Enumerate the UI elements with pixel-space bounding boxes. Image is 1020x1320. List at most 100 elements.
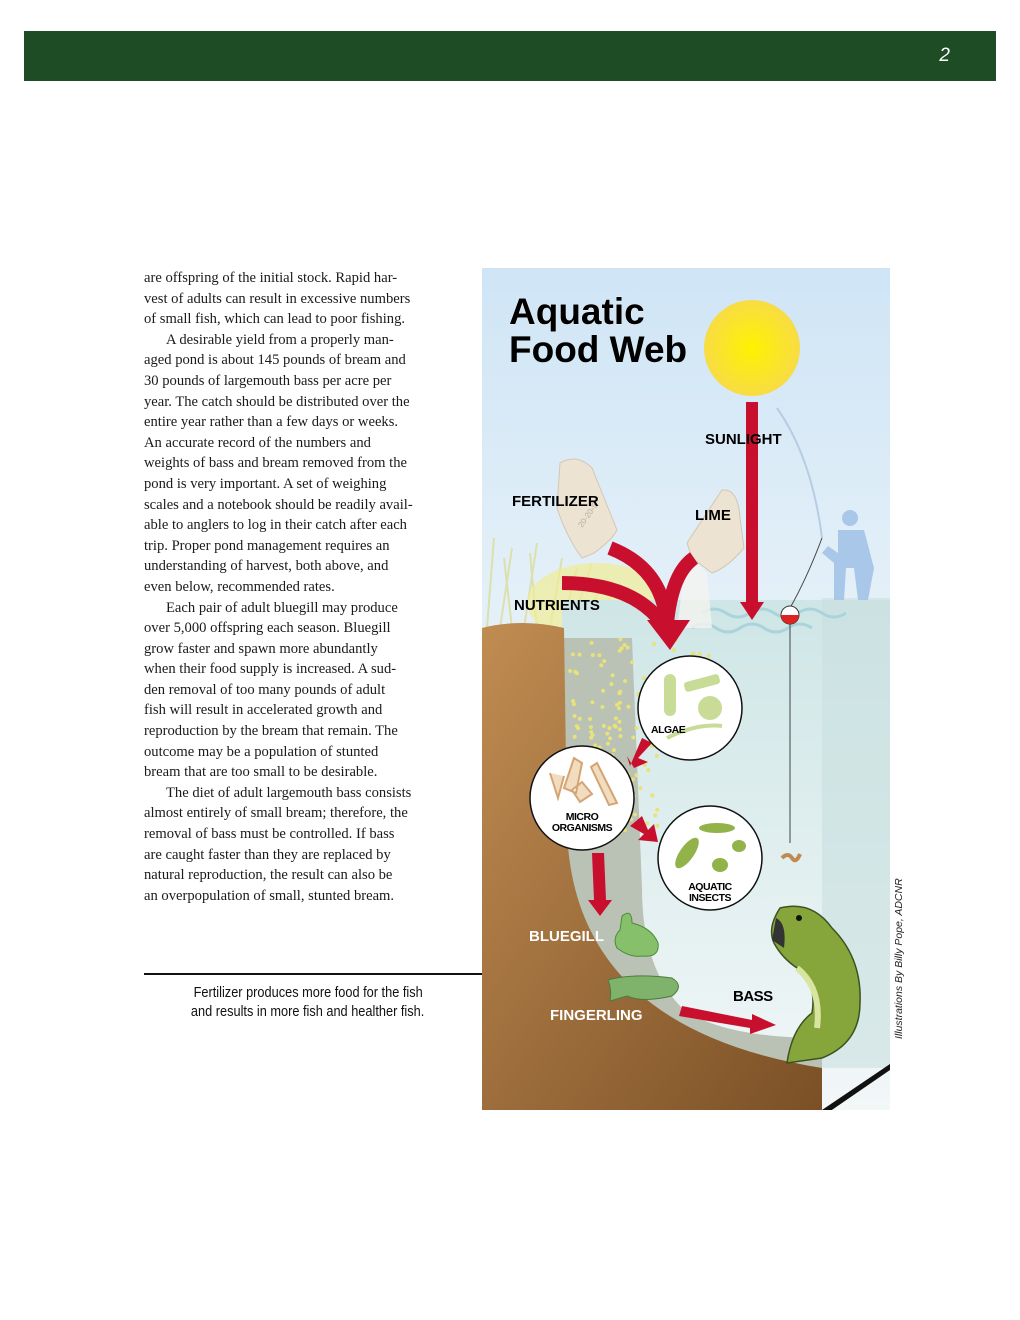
nutrient-particle [617,706,621,711]
nutrient-particle [646,768,651,773]
body-text-line: grow faster and spawn more abundantly [144,640,378,657]
caption-divider [144,973,482,975]
pond-soil [482,623,822,1110]
nutrient-particle [631,735,636,740]
fingerling-to-bass-arrow [679,1006,776,1034]
algae-to-micro-arrow [627,738,652,768]
body-text-line: scales and a notebook should be readily … [144,496,413,513]
body-text-line: trip. Proper pond management requires an [144,537,390,554]
caption-line: and results in more fish and healther fi… [191,1004,425,1020]
nutrient-particle [625,645,630,650]
body-text-line: are offspring of the initial stock. Rapi… [144,270,398,286]
label-fertilizer: FERTILIZER [512,493,599,510]
body-text-line: natural reproduction, the result can als… [144,867,393,884]
nutrient-particle [615,702,619,707]
nutrient-particle [654,753,659,758]
page-header-bar: 2 [24,31,996,81]
nutrient-particle [590,653,595,657]
sunlight-arrow-head [740,602,764,620]
nutrient-particle [574,724,579,729]
nutrient-particle [571,702,576,707]
body-text-line: entire year rather than a few days or we… [144,414,399,431]
label-fingerling: FINGERLING [550,1007,643,1024]
body-text-line: able to anglers to log in their catch af… [144,517,407,534]
algae-circle [637,655,743,761]
sun [704,300,800,396]
nutrient-particle [655,807,660,812]
micro-to-bluegill-arrow [588,853,612,916]
label-insects: INSECTS [689,892,732,904]
body-text-line: are caught faster than they are replaced… [144,846,391,863]
label-micro: MICRO [566,811,599,823]
body-text-line: den removal of too many pounds of adult [144,681,386,698]
fingerling-fish [607,975,679,1002]
figure-caption: Fertilizer produces more food for the fi… [150,984,466,1022]
nutrient-particle [626,704,631,709]
label-bluegill: BLUEGILL [529,928,604,945]
body-text-line: when their food supply is increased. A s… [144,661,397,678]
nutrient-particle [652,641,657,646]
nutrient-particle [617,691,622,696]
nutrient-particle [568,668,573,673]
nutrient-particle [599,663,604,668]
bluegill-fish [614,912,659,957]
flow-arrows [561,541,699,628]
illustration-credit: Illustrations By Billy Pope, ADCNR [893,878,905,1039]
nutrient-particle [641,676,646,680]
nutrient-particle [642,763,647,767]
nutrient-particle [605,741,610,746]
body-text-line: The diet of adult largemouth bass consis… [166,784,412,801]
body-text-line: vest of adults can result in excessive n… [144,290,411,307]
nutrient-particle [601,688,606,693]
body-text-line: understanding of harvest, both above, an… [144,558,389,575]
nutrient-particle [650,793,655,798]
sunlight-arrow-shaft [746,402,758,602]
aquatic-food-web-illustration: 20-20-5 Aquatic [482,268,890,1110]
nutrient-particle [577,652,582,657]
nutrient-particle [588,717,593,721]
nutrient-particle [588,725,593,730]
page-number: 2 [939,45,950,66]
nutrient-particle [633,812,637,817]
nutrient-particle [600,705,605,709]
fertilizer-bag [556,458,618,559]
nutrient-particle [617,719,622,724]
nutrient-particle [605,731,610,736]
nutrient-particle [634,726,639,731]
nutrient-particle [655,823,660,828]
pond-base-slab [822,1064,890,1110]
nutrient-particle [645,821,650,826]
nutrient-particle [608,736,612,741]
nutrient-particle [630,777,635,782]
nutrient-particle [577,716,582,721]
nutrient-particle [573,669,578,674]
body-text-line: bream that are too small to be desirable… [144,764,378,781]
body-text-line: Each pair of adult bluegill may produce [166,599,398,616]
body-text-line: 30 pounds of largemouth bass per acre pe… [144,372,392,389]
nutrient-particle [619,646,624,651]
body-text-line: even below, recommended rates. [144,578,335,595]
body-text-line: An accurate record of the numbers and [144,434,371,451]
largemouth-bass [770,905,861,1064]
label-organisms: ORGANISMS [552,822,613,834]
nutrient-particle [602,659,607,664]
micro-organisms-circle [529,745,635,851]
nutrient-particle [611,748,616,753]
caption-line: Fertilizer produces more food for the fi… [193,985,423,1001]
illustration-title-line1: Aquatic [509,291,645,332]
body-text-column: are offspring of the initial stock. Rapi… [144,268,444,906]
label-nutrients: NUTRIENTS [514,597,600,614]
body-text-line: reproduction by the bream that remain. T… [144,723,398,740]
illustration-title-line2: Food Web [509,329,687,370]
nutrient-particle [618,734,623,739]
body-text-line: outcome may be a population of stunted [144,743,379,760]
nutrient-particle [618,700,622,705]
body-text-line: fish will result in accelerated growth a… [144,702,383,719]
body-text-line: of small fish, which can lead to poor fi… [144,311,406,328]
nutrient-particle [610,673,615,678]
label-bass: BASS [733,988,773,1005]
nutrient-particle [570,652,575,657]
aquatic-insects-circle [657,805,763,911]
nutrient-particle [622,643,627,647]
worm-bait [780,853,802,863]
